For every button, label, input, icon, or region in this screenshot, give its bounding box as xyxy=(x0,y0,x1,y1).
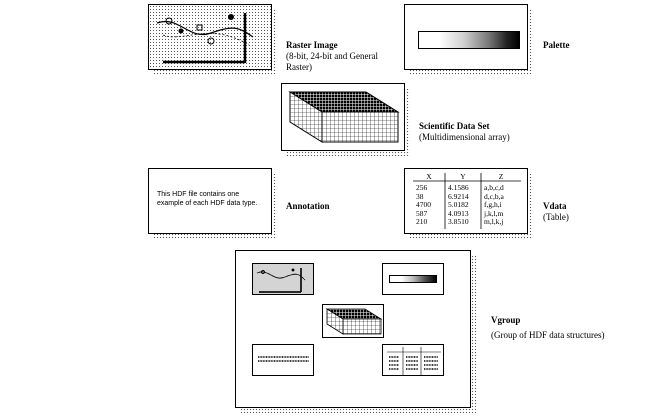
vgroup-mini-vdata xyxy=(382,344,444,376)
vdata-cell: 4.1586 xyxy=(448,183,469,192)
palette-panel xyxy=(404,4,528,70)
vdata-cell: 3.8510 xyxy=(448,217,469,226)
vdata-cell: d,c,b,a xyxy=(484,191,504,201)
vdata-subtitle: (Table) xyxy=(543,212,569,222)
vdata-cell: 4.0913 xyxy=(448,208,469,218)
palette-gradient-bar xyxy=(418,31,520,49)
vgroup-mini-sds xyxy=(322,304,384,338)
sds-title: Scientific Data Set xyxy=(419,121,490,131)
annotation-title: Annotation xyxy=(286,201,330,211)
sds-cube-graphic xyxy=(288,91,400,143)
vgroup-title: Vgroup xyxy=(491,315,521,325)
vdata-cell: 587 xyxy=(416,208,428,218)
sds-panel xyxy=(281,83,405,151)
vdata-cell: 38 xyxy=(416,191,424,201)
vdata-header-y: Y xyxy=(460,172,466,181)
annotation-panel: This HDF file contains one example of ea… xyxy=(148,168,272,234)
palette-title: Palette xyxy=(543,40,570,50)
vdata-cell: 6.9214 xyxy=(448,191,469,201)
vdata-cell: a,b,c,d xyxy=(484,183,504,192)
raster-image-panel xyxy=(148,4,272,70)
sds-subtitle: (Multidimensional array) xyxy=(419,132,510,142)
vdata-panel: X Y Z 256 4.1586 a,b,c,d 38 6.9214 d,c,b,a 470… xyxy=(404,168,528,234)
vdata-cell: 256 xyxy=(416,183,428,192)
vdata-grid-lines xyxy=(413,173,521,229)
raster-image-subtitle: (8-bit, 24-bit and General Raster) xyxy=(286,51,378,72)
vdata-cell: 210 xyxy=(416,217,428,226)
vgroup-mini-raster xyxy=(252,263,314,295)
annotation-text: This HDF file contains one example of ea… xyxy=(157,191,258,207)
vdata-title: Vdata xyxy=(543,201,567,211)
vgroup-mini-annotation xyxy=(252,344,314,376)
vdata-cell: m,l,k,j xyxy=(484,217,504,226)
raster-image-title: Raster Image xyxy=(286,40,338,50)
vdata-cell: 5.0182 xyxy=(448,200,469,209)
vgroup-subtitle: (Group of HDF data structures) xyxy=(491,330,605,340)
vdata-cell: f,g,h,i xyxy=(484,200,502,209)
vdata-header-z: Z xyxy=(498,172,504,181)
vgroup-panel xyxy=(235,250,471,408)
vdata-cell: 4700 xyxy=(416,200,431,209)
vgroup-mini-palette xyxy=(382,263,444,295)
raster-image-graphic xyxy=(156,13,254,64)
vdata-cell: j,k,l,m xyxy=(484,208,504,218)
vdata-header-x: X xyxy=(426,172,432,181)
